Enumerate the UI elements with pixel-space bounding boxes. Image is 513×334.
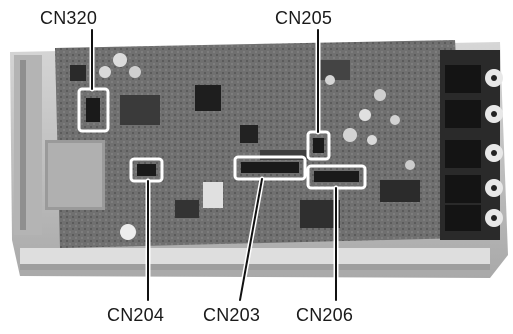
cn320-label: CN320 — [40, 8, 98, 28]
cn205-label: CN205 — [275, 8, 333, 28]
cn203-leader — [239, 178, 263, 301]
cn203-box — [233, 155, 307, 181]
leader-lines — [89, 27, 339, 303]
cn204-label: CN204 — [107, 305, 165, 325]
connectors — [86, 98, 359, 182]
left-bracket — [14, 55, 42, 235]
rca-jacks — [440, 50, 503, 240]
cn206-label: CN206 — [296, 305, 354, 325]
bottom-rail — [20, 248, 490, 266]
circuit-board — [55, 40, 465, 248]
cn203-label: CN203 — [203, 305, 261, 325]
